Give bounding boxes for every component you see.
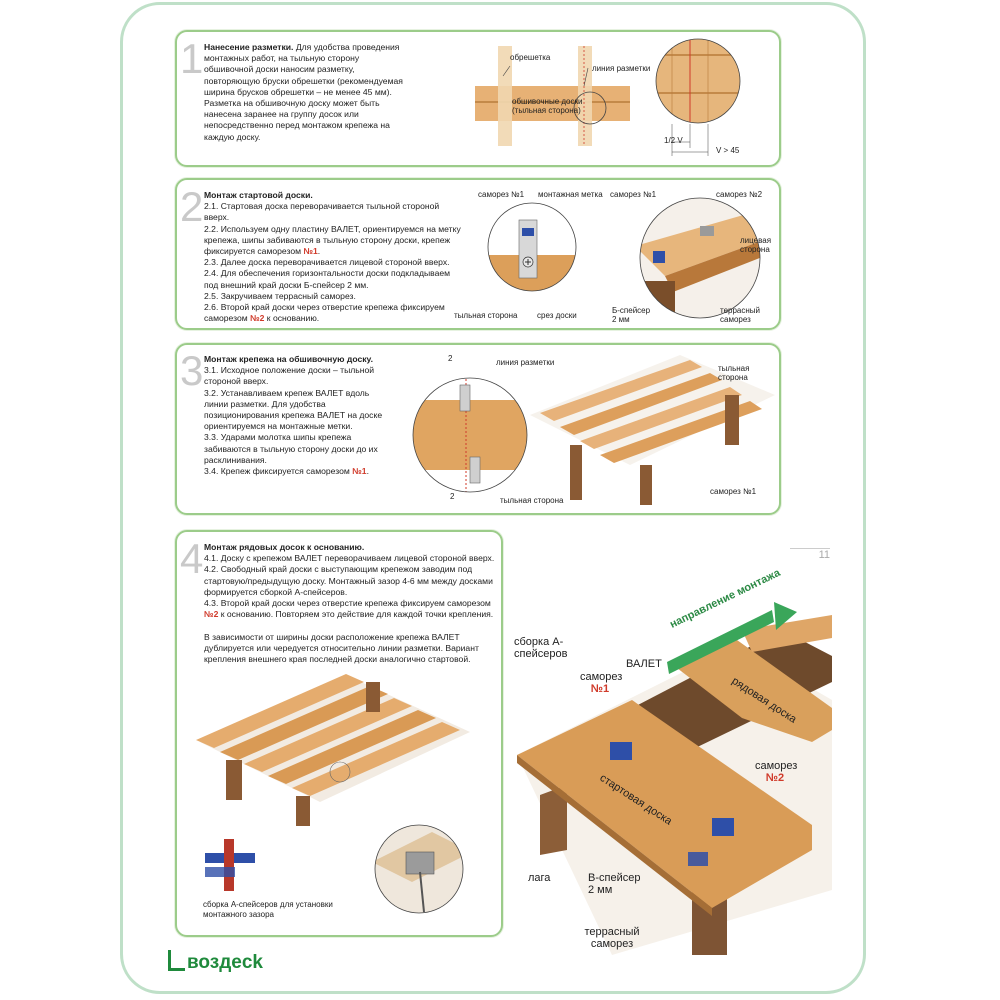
step2-no1: №1 [303, 246, 318, 257]
step1-diagram-rafters [475, 46, 630, 146]
step2-line-3: 2.3. Далее доска переворачивается лицево… [204, 257, 450, 268]
step2-text: Монтаж стартовой доски. 2.1. Стартовая д… [204, 190, 461, 324]
step2-diagram-start-board [639, 197, 761, 319]
step2-line-6: 2.6. Второй край доски через отверстие к… [204, 302, 445, 324]
step1-label-board: обшивочные доски [512, 97, 583, 106]
step3-diagram-zoom [412, 377, 528, 493]
brand-logo: воздeck [168, 950, 263, 974]
step3-label-two-bottom: 2 [450, 492, 455, 501]
step4-line-1: 4.1. Доску с крепежом ВАЛЕТ переворачива… [204, 553, 495, 564]
step2-label-tylnaya: тыльная сторона [454, 311, 518, 320]
step1-number: 1 [180, 35, 204, 82]
step4-line-3: 4.3. Второй край доски через отверстие к… [204, 598, 491, 609]
step3-line-1: 3.1. Исходное положение доски – тыльной … [204, 365, 375, 387]
step3-label-samorez: саморез №1 [710, 487, 757, 496]
step4-caption: сборка А-спейсеров для установки монтажн… [203, 900, 333, 919]
step3-label-tylnaya-right: тыльная сторона [718, 364, 750, 382]
step1-label-vgt: V > 45 [716, 146, 740, 155]
step3-line-3: 3.3. Ударами молотка шипы крепежа забива… [204, 432, 378, 465]
a-spacer-icon [205, 839, 255, 891]
step4-text: Монтаж рядовых досок к основанию. 4.1. Д… [204, 542, 496, 665]
step2-label-samorez: саморез №1 [478, 190, 525, 199]
step2-tail: к основанию. [264, 313, 320, 324]
step2-label-bspacer: Б-спейсер 2 мм [612, 306, 651, 324]
step4-number: 4 [180, 535, 204, 582]
step2-label-terrasny: террасный саморез [720, 306, 761, 324]
step3-line-4: 3.4. Крепеж фиксируется саморезом [204, 466, 353, 477]
step2-title: Монтаж стартовой доски. [204, 190, 313, 200]
label-laga: лага [528, 872, 551, 884]
logo-icon [168, 950, 185, 971]
step3-label-liniya: линия разметки [496, 358, 555, 367]
step4-no2: №2 [204, 609, 219, 620]
step2-number: 2 [180, 183, 204, 230]
step2-line-2: 2.2. Используем одну пластину ВАЛЕТ, ори… [204, 223, 461, 257]
step2-line-4: 2.4. Для обеспечения горизонтальности до… [204, 268, 451, 290]
step3-diagram-deck [530, 355, 775, 505]
step2-diagram-zoom [487, 202, 577, 292]
step3-title: Монтаж крепежа на обшивочную доску. [204, 354, 373, 364]
step4-diagram-deck [196, 674, 470, 826]
step4-line-2: 4.2. Свободный край доски с выступающим … [204, 564, 493, 597]
step4-tail: к основанию. Повторяем это действие для … [218, 609, 494, 620]
step2-label-samorez2: саморез №2 [716, 190, 763, 199]
step2-line-5: 2.5. Закручиваем террасный саморез. [204, 290, 356, 301]
label-sborka: сборка А-спейсеров [514, 636, 568, 660]
step1-label-board-sub: (тыльная сторона) [512, 106, 581, 115]
step1-title: Нанесение разметки. [204, 42, 294, 52]
step1-label-obreshetka: обрешетка [510, 53, 551, 62]
label-valet: ВАЛЕТ [626, 658, 662, 670]
step4-main-illustration [517, 602, 832, 955]
step3-label-two-top: 2 [448, 354, 453, 363]
step4-para: В зависимости от ширины доски расположен… [204, 631, 479, 665]
step3-no1: №1 [352, 466, 367, 477]
step3-label-tylnaya: тыльная сторона [500, 496, 564, 505]
step1-label-halfv: 1/2 V [664, 136, 683, 145]
step2-label-srez: срез доски [537, 311, 577, 320]
step4-diagram-zoom [374, 824, 464, 914]
step4-title: Монтаж рядовых досок к основанию. [204, 542, 365, 552]
step2-label-samorez1: саморез №1 [610, 190, 657, 199]
step3-line-2: 3.2. Устанавливаем крепеж ВАЛЕТ вдоль ли… [204, 387, 383, 432]
step3-text: Монтаж крепежа на обшивочную доску. 3.1.… [204, 354, 383, 477]
step2-label-licevaya: лицевая сторона [740, 236, 772, 254]
step1-body: Для удобства проведения монтажных работ,… [204, 42, 403, 142]
page-number: 11 [790, 548, 830, 569]
label-vspacer: В-спейсер 2 мм [588, 872, 641, 896]
step3-number: 3 [180, 347, 204, 394]
step1-text: Нанесение разметки. Для удобства проведе… [204, 42, 404, 143]
label-terrasny: террасный саморез [584, 926, 640, 950]
step2-no2: №2 [250, 313, 265, 324]
step2-line-1: 2.1. Стартовая доска переворачивается ты… [204, 201, 440, 223]
step1-label-liniya: линия разметки [592, 64, 651, 73]
step1-diagram-zoom [655, 38, 741, 156]
step2-label-montazh: монтажная метка [538, 190, 603, 199]
